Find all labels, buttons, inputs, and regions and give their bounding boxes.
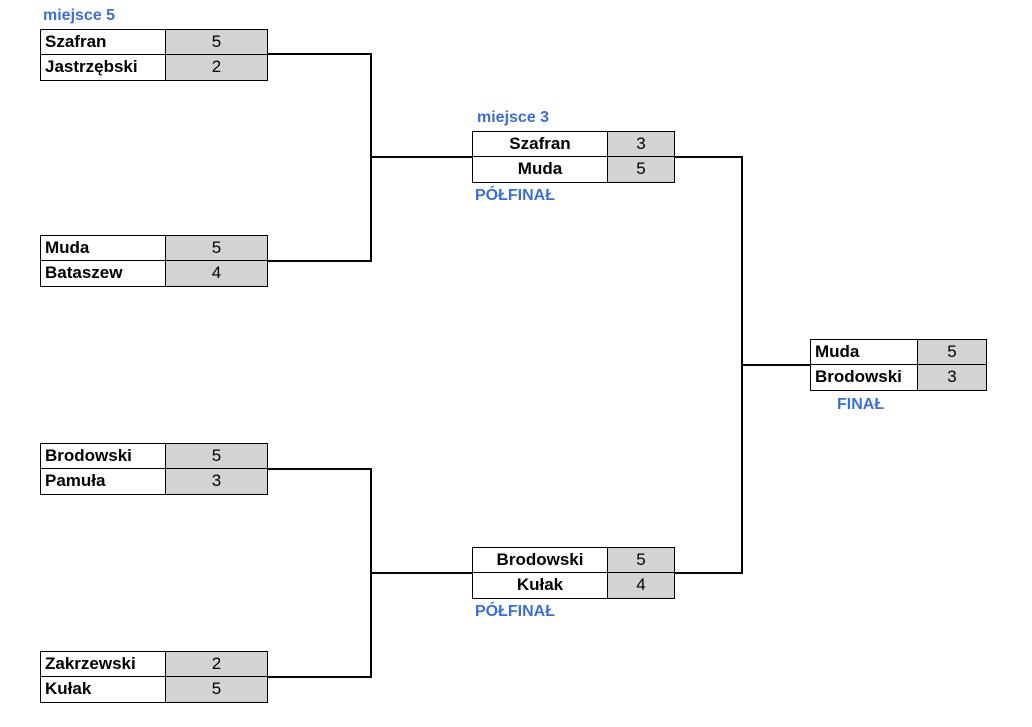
player-name: Bataszew	[40, 261, 166, 287]
player-score: 5	[165, 235, 268, 261]
player-name: Szafran	[40, 29, 166, 55]
label-place5: miejsce 5	[43, 7, 116, 24]
player-name: Kułak	[40, 677, 166, 703]
player-score: 3	[917, 365, 987, 391]
player-name: Zakrzewski	[40, 651, 166, 677]
connector-sf1	[675, 156, 743, 365]
player-name: Jastrzębski	[40, 55, 166, 81]
player-name: Szafran	[472, 131, 608, 157]
player-name: Muda	[472, 157, 608, 183]
player-score: 2	[165, 651, 268, 677]
player-score: 5	[607, 547, 675, 573]
player-name: Pamuła	[40, 469, 166, 495]
player-name: Brodowski	[40, 443, 166, 469]
player-score: 4	[165, 261, 268, 287]
player-score: 5	[165, 443, 268, 469]
connector-qf4	[268, 573, 372, 678]
label-semifinal-top: PÓŁFINAŁ	[475, 187, 555, 204]
player-score: 5	[165, 29, 268, 55]
player-score: 3	[607, 131, 675, 157]
player-name: Muda	[40, 235, 166, 261]
player-name: Kułak	[472, 573, 608, 599]
player-score: 5	[917, 339, 987, 365]
label-semifinal-bottom: PÓŁFINAŁ	[475, 603, 555, 620]
label-final: FINAŁ	[837, 396, 885, 413]
connector-qf3	[268, 468, 372, 573]
player-score: 4	[607, 573, 675, 599]
player-score: 5	[607, 157, 675, 183]
connector-qf1	[268, 53, 372, 157]
label-place3: miejsce 3	[477, 109, 550, 126]
connector-qf2	[268, 157, 372, 262]
connector-sf2	[675, 365, 743, 574]
player-name: Brodowski	[810, 365, 918, 391]
player-name: Muda	[810, 339, 918, 365]
player-score: 5	[165, 677, 268, 703]
player-score: 3	[165, 469, 268, 495]
player-name: Brodowski	[472, 547, 608, 573]
player-score: 2	[165, 55, 268, 81]
